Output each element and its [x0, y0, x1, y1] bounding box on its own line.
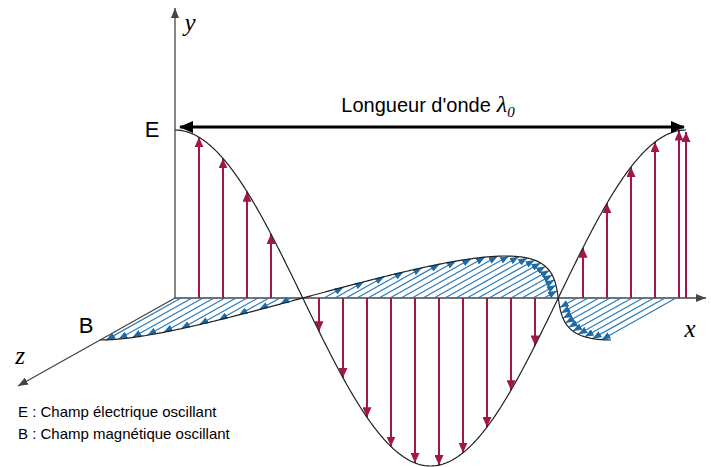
b-vector — [544, 291, 557, 298]
b-vector — [592, 298, 665, 339]
e-vector — [582, 248, 584, 298]
b-vector — [181, 298, 236, 329]
e-vector — [390, 298, 392, 447]
b-vector — [106, 298, 181, 340]
b-vector — [434, 256, 509, 298]
legend-note: B : Champ magnétique oscillant — [18, 426, 230, 441]
b-vector — [200, 298, 247, 325]
b-vector — [412, 257, 485, 298]
axes — [18, 8, 706, 386]
e-vector — [462, 298, 464, 453]
z-axis — [18, 298, 175, 386]
wavelength-symbol: λ — [497, 92, 507, 116]
legend-note: E : Champ électrique oscillant — [18, 404, 216, 419]
field-label: E — [145, 119, 160, 141]
b-vector — [500, 270, 549, 298]
e-vector — [342, 298, 344, 378]
b-vector — [489, 266, 545, 298]
magnetic-field-wave — [100, 256, 676, 340]
axis-label: z — [15, 343, 25, 368]
b-vector — [423, 256, 498, 298]
wavelength-arrow — [180, 126, 684, 129]
e-vector — [606, 203, 608, 298]
b-vector — [147, 298, 214, 335]
e-vector — [678, 131, 680, 298]
e-vector — [486, 298, 488, 427]
axis-label: y — [184, 10, 195, 35]
b-vector — [467, 260, 535, 298]
b-vector — [569, 298, 621, 327]
b-vector — [456, 258, 527, 298]
b-vector — [565, 298, 610, 323]
b-vector — [561, 298, 588, 313]
e-vector — [318, 298, 320, 331]
electric-field-wave — [175, 130, 686, 466]
axis-label: x — [684, 316, 695, 341]
e-curve — [175, 130, 686, 466]
b-vector — [585, 298, 654, 337]
b-vector — [533, 285, 556, 298]
e-vector — [270, 234, 272, 298]
e-vector — [198, 137, 200, 298]
e-vector — [685, 132, 687, 298]
e-vector — [414, 298, 416, 463]
e-vector — [222, 158, 224, 298]
y-axis — [174, 8, 175, 298]
x-axis — [175, 297, 706, 298]
b-vector — [511, 275, 552, 298]
e-vector — [510, 298, 512, 390]
e-vector — [438, 298, 440, 465]
e-vector — [654, 142, 656, 298]
e-vector — [246, 192, 248, 298]
wavelength-label: Longueur d'onde — [341, 95, 491, 115]
subscript: 0 — [507, 105, 515, 120]
e-vector — [630, 167, 632, 298]
b-vector — [324, 287, 343, 298]
e-vector — [366, 298, 368, 417]
b-vector — [346, 277, 384, 298]
b-vector — [119, 298, 192, 339]
b-vector — [219, 298, 258, 320]
b-vector — [259, 298, 280, 310]
b-vector — [368, 268, 422, 298]
b-vector — [602, 298, 676, 340]
e-vector — [534, 298, 536, 345]
field-label: B — [79, 315, 94, 337]
b-vector — [563, 298, 599, 318]
b-vector — [445, 257, 519, 298]
b-vector — [573, 298, 632, 331]
